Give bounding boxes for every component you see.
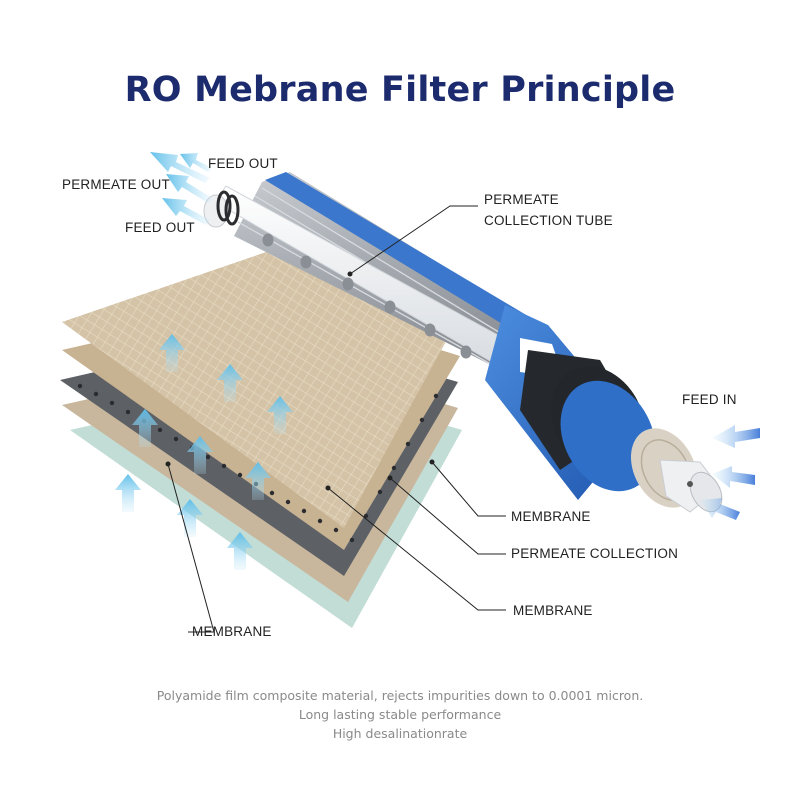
label-feed-out-bottom: FEED OUT [125, 220, 195, 235]
label-membrane-lower: MEMBRANE [513, 603, 593, 618]
label-permeate-collection-tube: PERMEATE COLLECTION TUBE [484, 191, 613, 230]
label-permeate-collection: PERMEATE COLLECTION [511, 546, 679, 561]
leader-lines [165, 205, 506, 633]
label-feed-in: FEED IN [682, 392, 737, 407]
caption-line-3: High desalinationrate [332, 726, 468, 741]
caption-line-1: Polyamide film composite material, rejec… [156, 688, 644, 703]
membrane-layer-mesh-top [62, 250, 462, 528]
label-permeate-collection-tube-line2: COLLECTION TUBE [484, 213, 613, 228]
permeate-collection-tube [203, 172, 548, 372]
caption-line-2: Long lasting stable performance [298, 707, 502, 722]
page-title: RO Mebrane Filter Principle [124, 70, 676, 110]
label-membrane-upper: MEMBRANE [511, 509, 591, 524]
caption-block: Polyamide film composite material, rejec… [0, 686, 800, 743]
label-membrane-left: MEMBRANE [192, 624, 272, 639]
label-permeate-out: PERMEATE OUT [62, 177, 170, 192]
feed-in-arrows [700, 425, 760, 520]
label-permeate-collection-tube-line1: PERMEATE [484, 192, 559, 207]
label-feed-out-top: FEED OUT [208, 156, 278, 171]
outlet-arrows [150, 152, 212, 225]
membrane-housing-end [485, 305, 723, 513]
